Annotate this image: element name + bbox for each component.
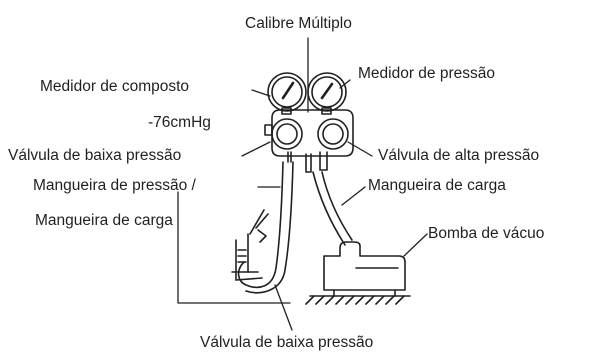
charge-hose-inner <box>321 171 353 241</box>
low-pressure-valve-label: Válvula de baixa pressão <box>8 147 182 164</box>
pressure-gauge-label: Medidor de pressão <box>358 65 495 82</box>
charge-hose-right-label: Mangueira de carga <box>368 177 506 194</box>
high-pressure-valve-knob <box>317 118 349 150</box>
charge-hose <box>312 171 346 246</box>
high-pressure-valve-label: Válvula de alta pressão <box>378 147 540 164</box>
pressure-hose <box>237 161 284 289</box>
manifold-body <box>264 109 354 157</box>
vacuum-pump <box>305 241 411 305</box>
pressure-hose-label: Mangueira de pressão / <box>33 177 196 194</box>
low-pressure-valve-knob <box>271 118 303 150</box>
compound-gauge-label: Medidor de composto <box>40 78 190 95</box>
service-cylinder <box>231 209 269 281</box>
hose-fittings <box>287 151 328 173</box>
charge-hose-left-label: Mangueira de carga <box>35 212 173 229</box>
compound-gauge <box>267 72 307 115</box>
leader-lines <box>177 37 428 331</box>
pressure-hose-inner <box>245 161 294 294</box>
pressure-gauge <box>307 72 347 115</box>
vacuum-pump-label: Bomba de vácuo <box>428 225 545 242</box>
low-pressure-valve-bottom-label: Válvula de baixa pressão <box>200 334 374 351</box>
compound-reading-label: -76cmHg <box>148 114 211 131</box>
manifold-gauge-label: Calibre Múltiplo <box>245 15 352 32</box>
